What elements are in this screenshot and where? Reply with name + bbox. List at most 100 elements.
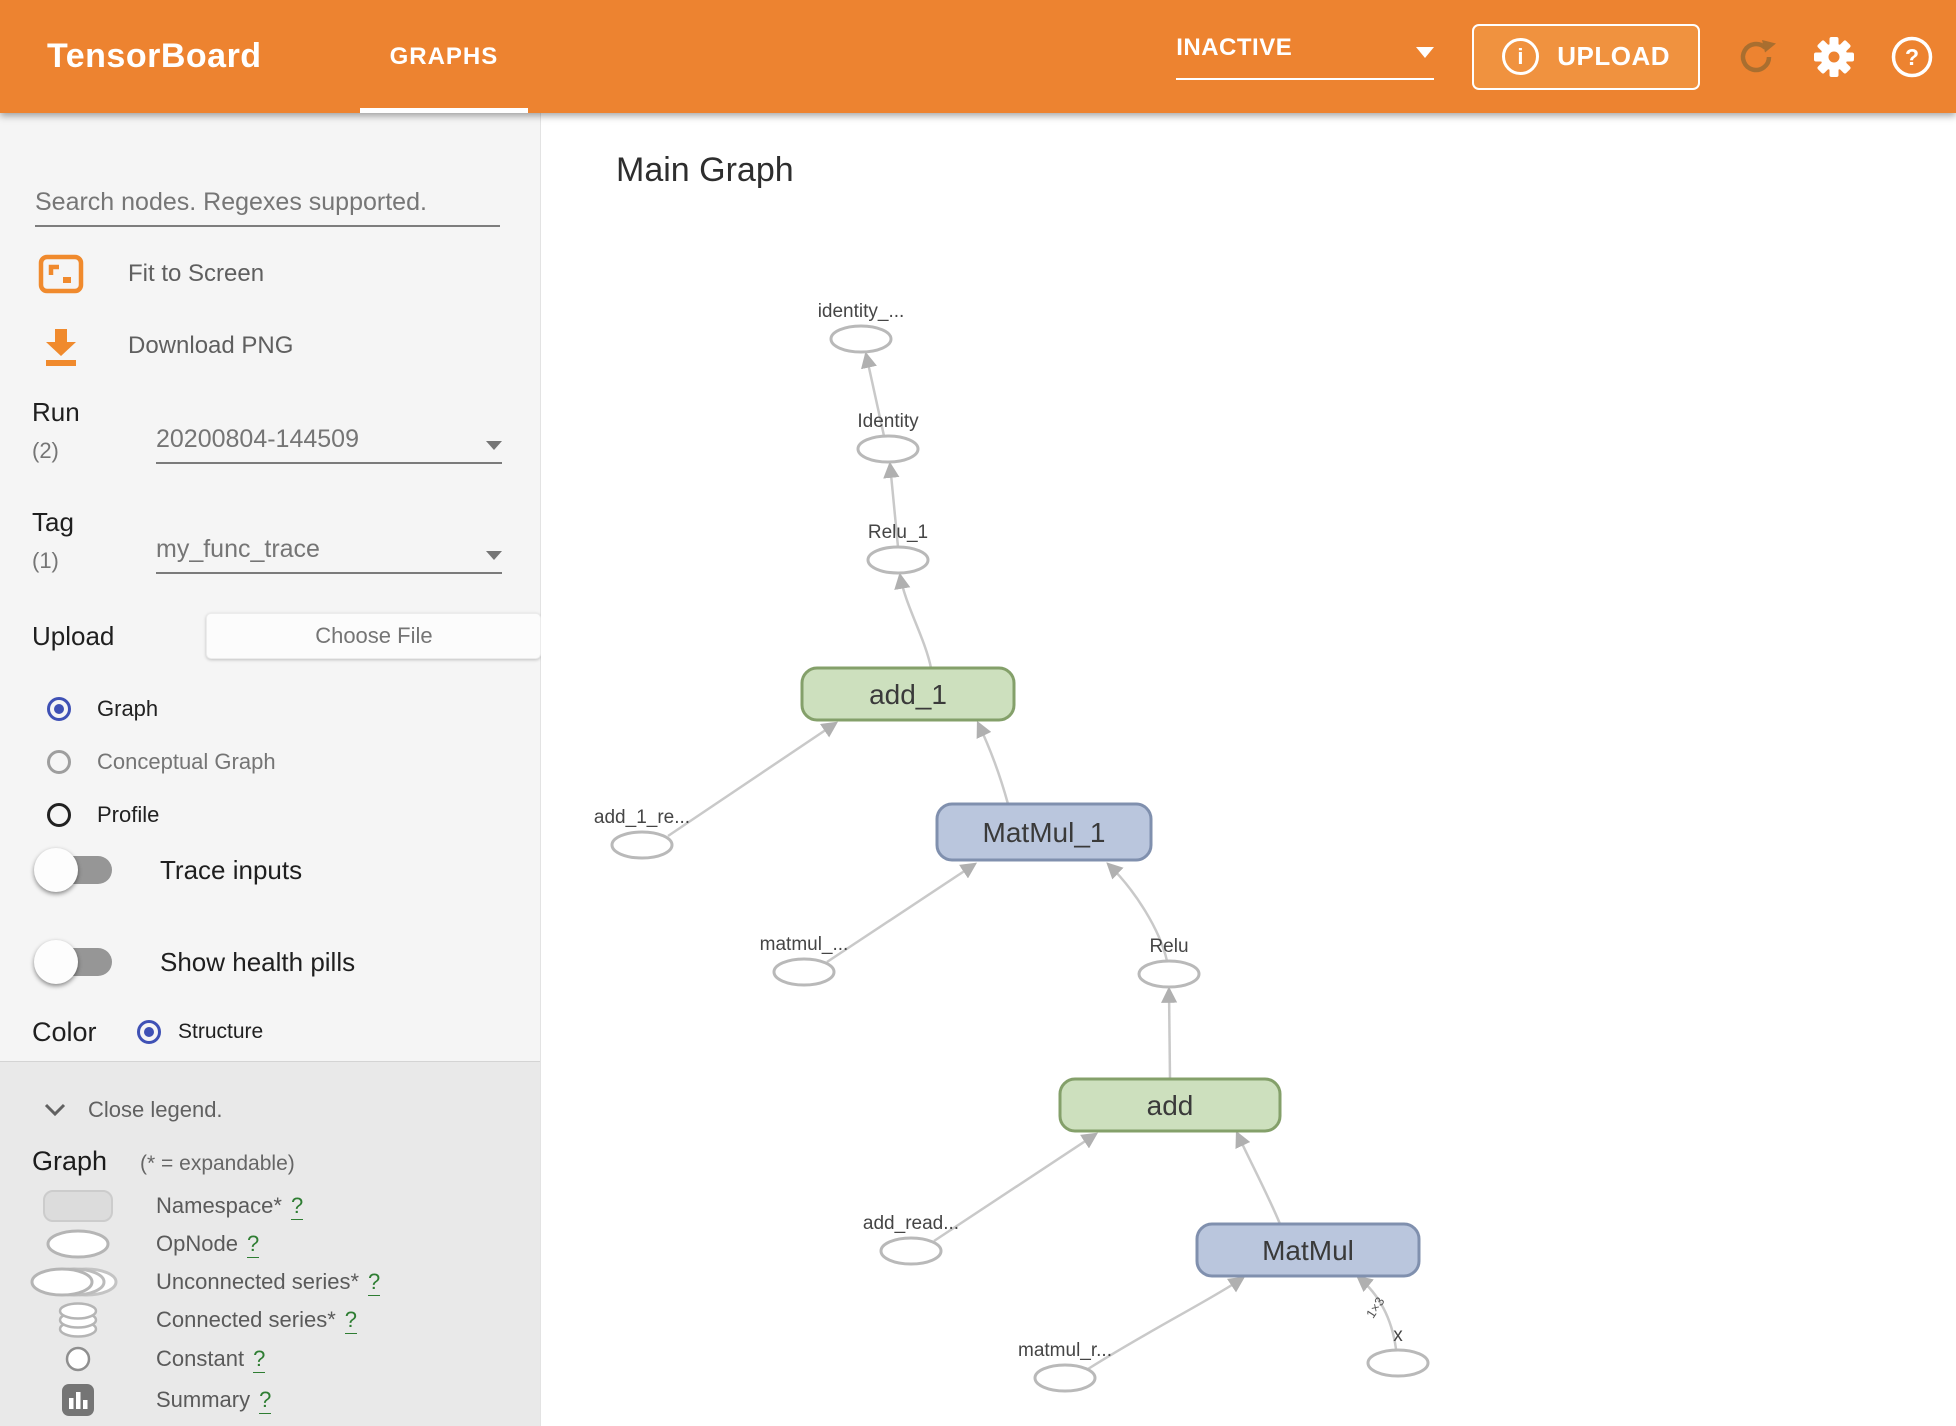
tag-label-col: Tag (1)	[32, 507, 156, 574]
graph-node-add_1_re[interactable]: add_1_re...	[594, 807, 690, 860]
tab-graphs-label: GRAPHS	[389, 42, 499, 70]
help-button[interactable]: ?	[1890, 35, 1934, 79]
graph-edge-Identity-to-identity_...	[861, 351, 886, 437]
help-link[interactable]: ?	[259, 1386, 272, 1414]
svg-text:add_1: add_1	[869, 679, 947, 710]
show-health-pills-label: Show health pills	[160, 946, 356, 977]
run-select[interactable]: 20200804-144509	[156, 397, 502, 464]
reload-status-dropdown[interactable]: INACTIVE	[1176, 33, 1435, 80]
graph-edge-Relu-to-MatMul_1	[1106, 862, 1169, 962]
download-png-button[interactable]: Download PNG	[38, 323, 293, 369]
chevron-down-icon	[44, 1103, 66, 1117]
svg-text:identity_...: identity_...	[818, 301, 905, 322]
radio-unselected-icon	[47, 803, 71, 827]
fit-to-screen-label: Fit to Screen	[128, 260, 265, 287]
radio-profile[interactable]: Profile	[47, 801, 159, 829]
legend-item-connected-series: Connected series* ?	[0, 1300, 540, 1340]
fit-to-screen-button[interactable]: Fit to Screen	[38, 251, 264, 297]
color-by-label: Color	[32, 1016, 97, 1047]
graph-node-add_read[interactable]: add_read...	[863, 1213, 959, 1266]
tag-field: Tag (1) my_func_trace	[32, 507, 502, 574]
radio-structure[interactable]	[137, 1020, 161, 1044]
graph-node-Identity[interactable]: Identity	[856, 411, 920, 464]
tag-label: Tag	[32, 507, 74, 537]
graph-node-identity_out[interactable]: identity_...	[818, 301, 905, 354]
tag-select[interactable]: my_func_trace	[156, 507, 502, 574]
run-field: Run (2) 20200804-144509	[32, 397, 502, 464]
svg-text:Relu: Relu	[1149, 936, 1188, 957]
legend-label: Namespace*	[156, 1193, 282, 1218]
unconnected-series-icon	[0, 1266, 156, 1298]
edge-shape-label: 1×3	[1363, 1294, 1388, 1321]
legend-title: Graph	[32, 1146, 108, 1176]
svg-text:matmul_r...: matmul_r...	[1018, 1340, 1112, 1361]
graph-node-MatMul[interactable]: MatMul	[1195, 1222, 1421, 1278]
legend-item-unconnected-series: Unconnected series* ?	[0, 1262, 540, 1302]
legend-label: Unconnected series*	[156, 1269, 360, 1294]
close-legend-label: Close legend.	[88, 1097, 223, 1122]
info-icon: i	[1502, 38, 1540, 75]
upload-button[interactable]: i UPLOAD	[1472, 23, 1700, 90]
radio-graph[interactable]: Graph	[47, 695, 158, 723]
svg-text:add_1_re...: add_1_re...	[594, 807, 690, 828]
svg-text:?: ?	[1905, 44, 1919, 70]
help-link[interactable]: ?	[290, 1192, 304, 1220]
graph-node-matmul_r[interactable]: matmul_r...	[1018, 1340, 1112, 1393]
graph-edge-add_1-to-Relu_1	[894, 572, 933, 669]
graph-node-add[interactable]: add	[1058, 1077, 1282, 1133]
svg-text:Relu_1: Relu_1	[868, 522, 928, 543]
show-health-pills-toggle[interactable]	[34, 940, 114, 984]
legend-label: Constant	[156, 1346, 245, 1371]
refresh-button[interactable]	[1734, 35, 1778, 79]
svg-text:MatMul: MatMul	[1262, 1235, 1354, 1266]
radio-profile-label: Profile	[97, 802, 160, 827]
graph-node-Relu_1[interactable]: Relu_1	[866, 522, 930, 575]
graph-node-Relu[interactable]: Relu	[1137, 936, 1201, 989]
graph-node-matmul_read1[interactable]: matmul_...	[760, 934, 849, 987]
run-label: Run	[32, 397, 80, 427]
radio-conceptual-graph[interactable]: Conceptual Graph	[47, 748, 276, 776]
legend-label: OpNode	[156, 1231, 238, 1256]
color-by-row: Color Structure	[32, 1016, 263, 1048]
toggle-knob	[34, 848, 78, 892]
constant-icon	[0, 1345, 156, 1373]
main-graph-title: Main Graph	[616, 151, 794, 189]
graph-node-add_1[interactable]: add_1	[800, 666, 1016, 722]
graph-node-x[interactable]: x	[1366, 1325, 1430, 1378]
graph-edge-MatMul_1-to-add_1	[976, 720, 1010, 805]
graph-edge-matmul_r...-to-MatMul	[1087, 1276, 1246, 1371]
graph-edge-add_1_re...-to-add_1	[667, 721, 839, 838]
help-icon: ?	[1891, 36, 1933, 77]
connected-series-icon	[0, 1301, 156, 1339]
graph-edge-add_read...-to-add	[933, 1132, 1099, 1243]
summary-icon	[0, 1383, 156, 1417]
toggle-knob	[34, 940, 78, 984]
tag-select-value: my_func_trace	[156, 535, 320, 563]
graph-node-MatMul_1[interactable]: MatMul_1	[935, 802, 1153, 862]
help-link[interactable]: ?	[246, 1230, 260, 1258]
top-app-bar: TensorBoard GRAPHS INACTIVE i UPLOAD	[0, 0, 1956, 113]
close-legend-button[interactable]: Close legend.	[44, 1097, 223, 1123]
trace-inputs-toggle[interactable]	[34, 848, 114, 892]
fit-to-screen-icon	[38, 254, 84, 294]
graph-edge-add-to-Relu	[1161, 986, 1178, 1080]
graph-edge-x-to-MatMul	[1356, 1275, 1398, 1350]
chevron-down-icon	[1416, 46, 1435, 58]
radio-graph-label: Graph	[97, 696, 159, 721]
upload-label: Upload	[32, 620, 115, 651]
search-input[interactable]	[35, 179, 500, 227]
run-label-col: Run (2)	[32, 397, 156, 464]
help-link[interactable]: ?	[368, 1268, 381, 1296]
help-link[interactable]: ?	[344, 1306, 358, 1334]
settings-button[interactable]	[1812, 35, 1856, 79]
tab-graphs[interactable]: GRAPHS	[359, 0, 529, 113]
legend-item-summary: Summary ?	[0, 1380, 540, 1420]
help-link[interactable]: ?	[253, 1345, 266, 1373]
topbar-actions: INACTIVE i UPLOAD	[1176, 23, 1956, 90]
reload-status-value: INACTIVE	[1176, 33, 1293, 61]
legend-item-opnode: OpNode ?	[0, 1224, 540, 1264]
choose-file-button[interactable]: Choose File	[206, 613, 542, 659]
graphs-sidebar: Fit to Screen Download PNG Run (2) 20200…	[0, 113, 542, 1426]
